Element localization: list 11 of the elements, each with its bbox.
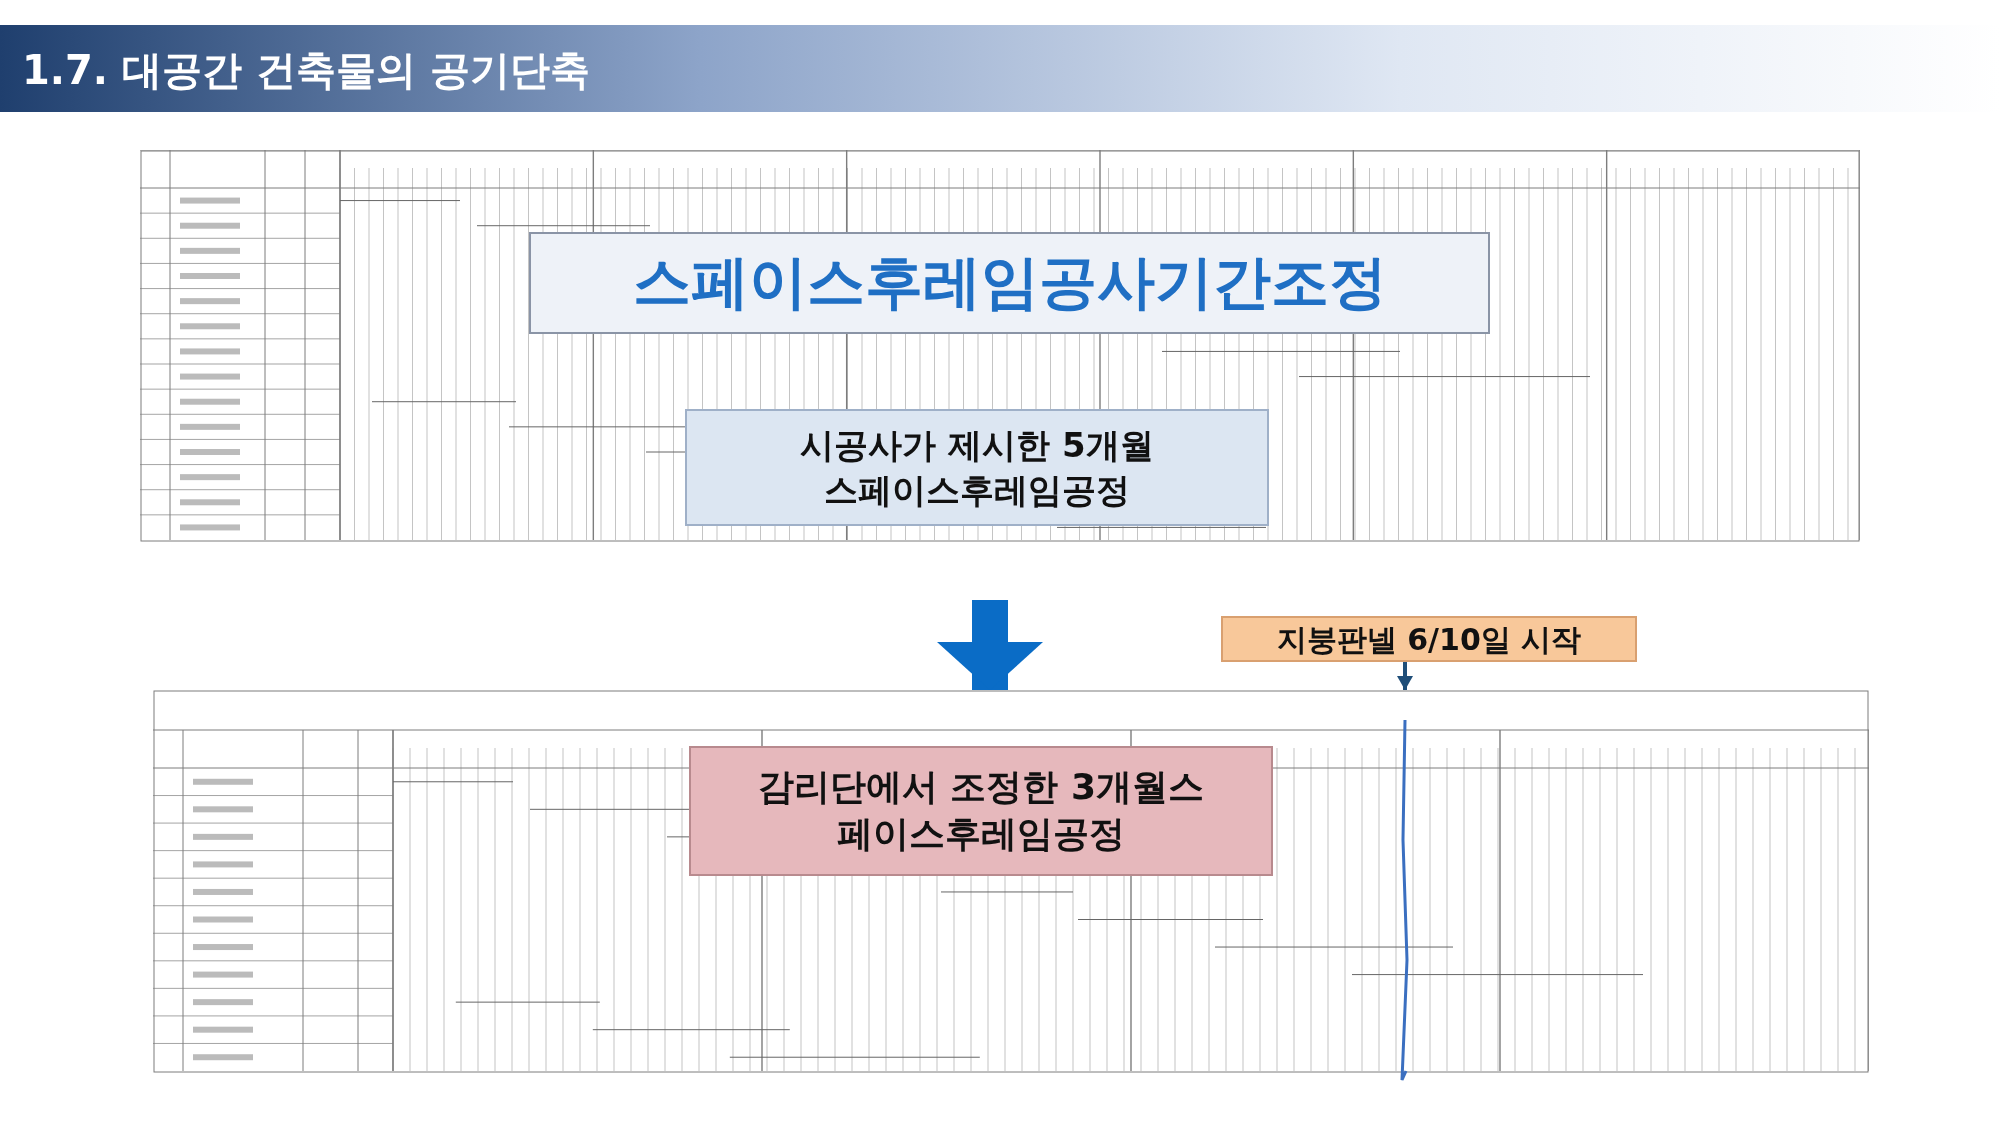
callout-box <box>689 746 1273 876</box>
callout-text: 지붕판넬 6/10일 시작 <box>1275 620 1583 659</box>
callout-box <box>1221 616 1637 662</box>
leader-arrow <box>1397 662 1413 690</box>
callout-text: 스페이스후레임공사기간조정 <box>631 247 1388 319</box>
slide-title: 1.7. 대공간 건축물의 공기단축 <box>22 46 590 95</box>
callout-box <box>685 409 1269 526</box>
block-arrow <box>937 600 1043 690</box>
callout-box <box>529 232 1490 334</box>
callout-text: 시공사가 제시한 5개월 스페이스후레임공정 <box>799 424 1155 512</box>
callout-text: 감리단에서 조정한 3개월스페이스후레임공정 <box>756 765 1206 856</box>
